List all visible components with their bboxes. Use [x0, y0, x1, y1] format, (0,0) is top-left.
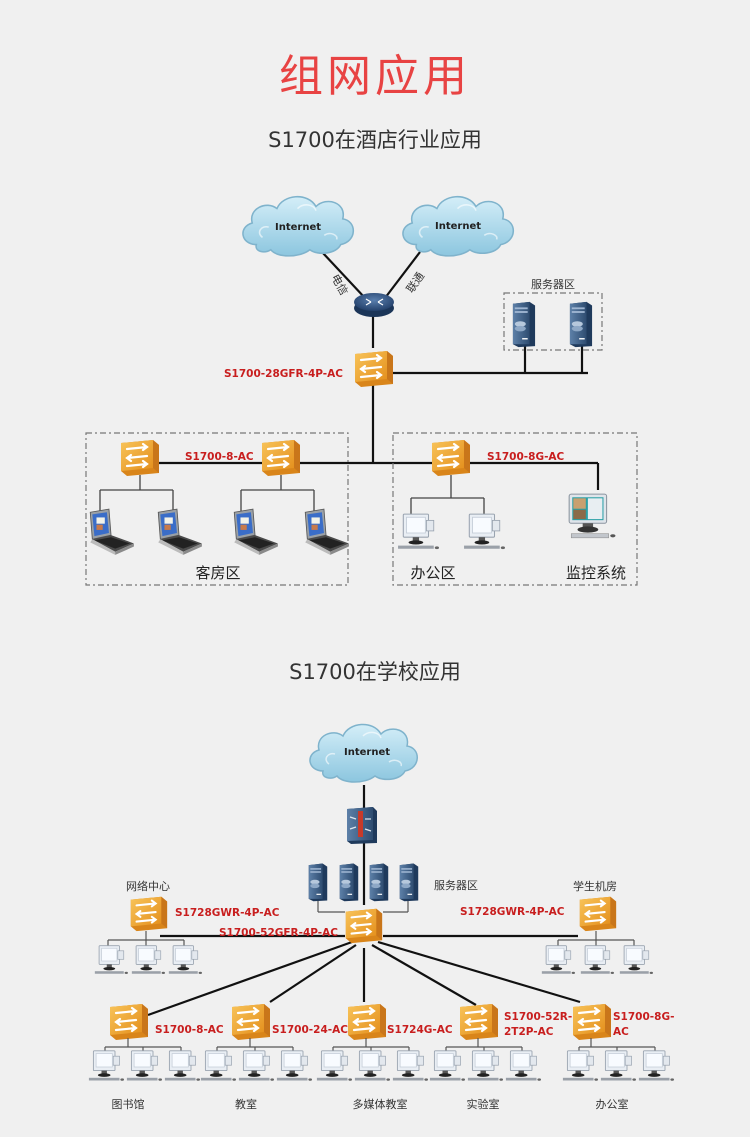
hotel-zone-borders — [85, 292, 638, 586]
desktop-pc-icon — [126, 1050, 162, 1082]
laptop-icon — [233, 508, 279, 556]
desktop-pc-icon — [164, 1050, 200, 1082]
school-links — [147, 785, 581, 1017]
laptop-icon — [89, 508, 135, 556]
desktop-pc-icon — [316, 1050, 352, 1082]
branch-0: S1700-8-AC 图书馆 — [88, 1002, 224, 1111]
server-icon — [399, 862, 419, 902]
isp-label-unicom: 联通 — [404, 270, 427, 295]
desktop-pc-icon — [600, 1050, 636, 1082]
switch-icon — [458, 1002, 500, 1042]
guest-zone-label: 客房区 — [195, 564, 240, 582]
desktop-pc-icon — [429, 1050, 465, 1082]
branch-switch-model: S1700-24-AC — [272, 1024, 348, 1036]
switch-icon — [571, 1002, 613, 1042]
branch-label: 实验室 — [467, 1097, 500, 1111]
desktop-pc-icon — [88, 1050, 124, 1082]
office-zone-label: 办公区 — [410, 564, 455, 582]
desktop-pc-icon — [505, 1050, 541, 1082]
desktop-pc-icon — [354, 1050, 390, 1082]
branch-label: 教室 — [235, 1097, 257, 1111]
switch-icon — [129, 895, 169, 933]
hotel-cloud-2-label: Internet — [435, 221, 481, 232]
isp-label-telecom: 电信 — [329, 272, 351, 298]
server-icon — [512, 301, 536, 348]
desktop-pc-icon — [200, 1050, 236, 1082]
branch-switch-model-line2: 2T2P-AC — [504, 1026, 554, 1038]
branch-switch-model-line1: S1700-52R- — [504, 1011, 572, 1023]
school-core-switch-model: S1700-52GFR-4P-AC — [219, 927, 338, 939]
hotel-subtitle: S1700在酒店行业应用 — [268, 128, 482, 152]
hotel-server-zone-label: 服务器区 — [531, 278, 575, 291]
hotel-core-switch-model: S1700-28GFR-4P-AC — [224, 368, 343, 380]
switch-icon — [346, 1002, 388, 1042]
student-lab-label: 学生机房 — [573, 879, 617, 893]
switch-icon — [119, 438, 161, 477]
desktop-pc-icon — [619, 945, 653, 975]
branch-label: 多媒体教室 — [353, 1097, 408, 1111]
branch-label: 办公室 — [596, 1097, 629, 1111]
network-center-label: 网络中心 — [126, 879, 170, 893]
desktop-pc-icon — [131, 945, 165, 975]
guest-zone-switch-model: S1700-8-AC — [185, 451, 254, 463]
server-icon — [569, 301, 593, 348]
branch-2: S1724G-AC 多媒体教室 — [316, 1002, 453, 1111]
server-icon — [308, 862, 328, 902]
branch-label: 图书馆 — [112, 1097, 145, 1111]
desktop-pc-icon — [276, 1050, 312, 1082]
school-cloud-label: Internet — [344, 747, 390, 758]
server-icon — [369, 862, 389, 902]
server-icon — [339, 862, 359, 902]
desktop-pc-icon — [580, 945, 614, 975]
office-zone-switch-model: S1700-8G-AC — [487, 451, 565, 463]
hotel-cloud-1-label: Internet — [275, 222, 321, 233]
server-zone-border — [503, 292, 603, 351]
desktop-pc-icon — [392, 1050, 428, 1082]
school-branches: S1700-8-AC 图书馆 S1700-24-AC 教室 S1724G-AC 多媒体教室… — [88, 1002, 674, 1111]
monitor-zone-label: 监控系统 — [566, 564, 626, 582]
desktop-pc-icon — [638, 1050, 674, 1082]
branch-switch-model: S1700-8-AC — [155, 1024, 224, 1036]
desktop-pc-icon — [467, 1050, 503, 1082]
switch-icon — [344, 907, 384, 945]
network-center-switch-model: S1728GWR-4P-AC — [175, 907, 280, 919]
switch-icon — [260, 438, 302, 477]
desktop-pc-icon — [397, 513, 440, 550]
desktop-pc-icon — [562, 1050, 598, 1082]
student-lab-switch-model: S1728GWR-4P-AC — [460, 906, 565, 918]
monitoring-pc-icon — [568, 493, 616, 539]
switch-icon — [353, 349, 395, 388]
switch-icon — [108, 1002, 150, 1042]
branch-switch-model-line2: AC — [613, 1026, 629, 1038]
firewall-icon — [346, 806, 378, 845]
switch-icon — [578, 895, 618, 933]
desktop-pc-icon — [463, 513, 506, 550]
desktop-pc-icon — [238, 1050, 274, 1082]
branch-switch-model: S1724G-AC — [387, 1024, 453, 1036]
page-title: 组网应用 — [279, 51, 471, 102]
branch-4: S1700-8G- AC 办公室 — [562, 1002, 674, 1111]
router-icon — [354, 293, 394, 317]
switch-icon — [230, 1002, 272, 1042]
office-zone-border — [392, 432, 638, 586]
desktop-pc-icon — [168, 945, 202, 975]
laptop-icon — [157, 508, 203, 556]
branch-switch-model-line1: S1700-8G- — [613, 1011, 674, 1023]
laptop-icon — [304, 508, 350, 556]
school-server-zone-label: 服务器区 — [434, 879, 478, 892]
hotel-access-links — [99, 475, 485, 516]
switch-icon — [430, 438, 472, 477]
desktop-pc-icon — [94, 945, 128, 975]
guest-zone-border — [85, 432, 349, 586]
school-subtitle: S1700在学校应用 — [289, 660, 461, 684]
branch-1: S1700-24-AC 教室 — [200, 1002, 348, 1111]
branch-3: S1700-52R- 2T2P-AC 实验室 — [429, 1002, 572, 1111]
desktop-pc-icon — [541, 945, 575, 975]
